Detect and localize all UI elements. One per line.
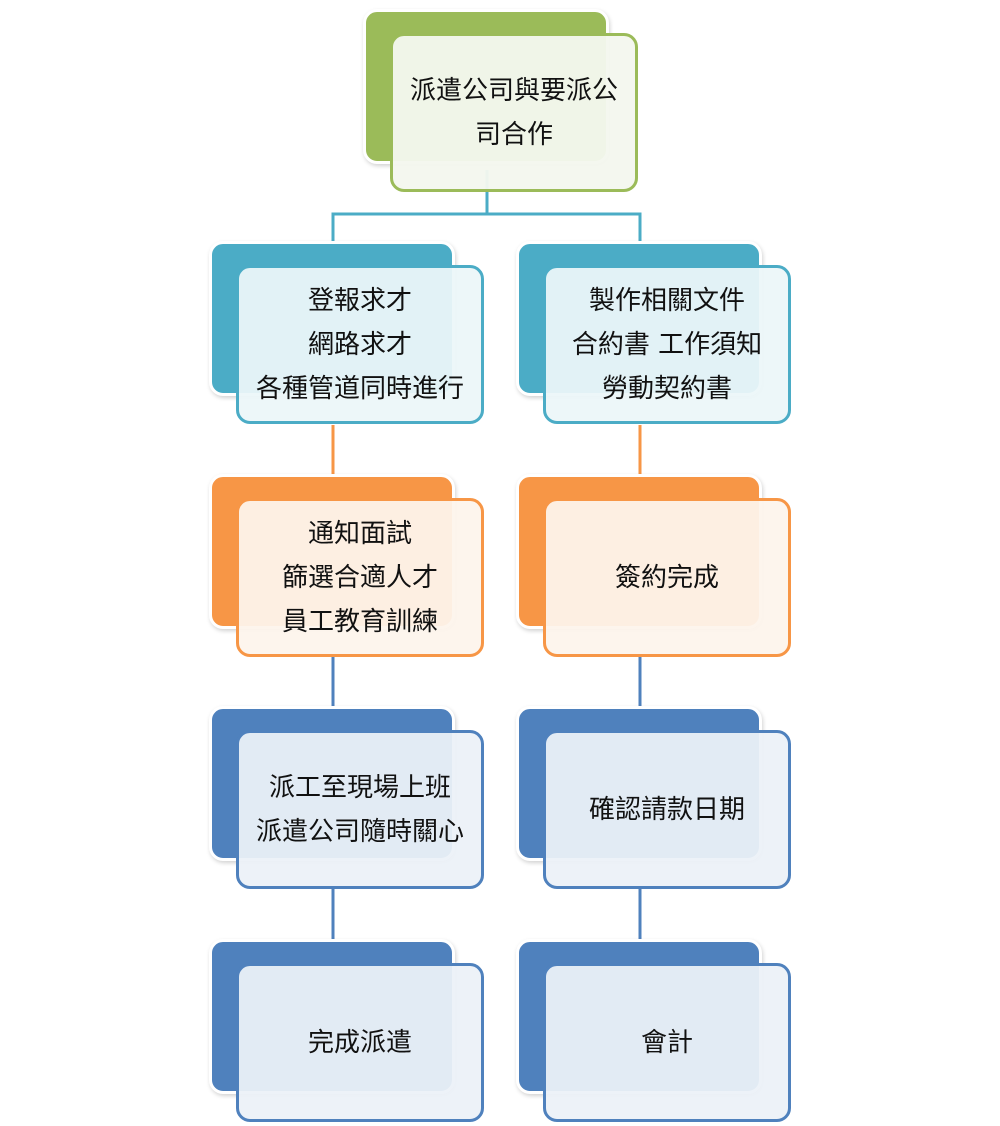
left-node-recruit-front: 登報求才 網路求才 各種管道同時進行 bbox=[236, 265, 484, 424]
left-node-interview-front: 通知面試 篩選合適人才 員工教育訓練 bbox=[236, 498, 484, 657]
right-node-accounting-front: 會計 bbox=[543, 963, 791, 1122]
left-node-dispatch-text: 派工至現場上班 派遣公司隨時關心 bbox=[255, 772, 464, 847]
right-node-billing-date-front: 確認請款日期 bbox=[543, 730, 791, 889]
right-node-billing-date-text: 確認請款日期 bbox=[588, 794, 745, 825]
right-node-accounting-text: 會計 bbox=[640, 1027, 693, 1058]
left-node-dispatch-front: 派工至現場上班 派遣公司隨時關心 bbox=[236, 730, 484, 889]
right-node-signed-text: 簽約完成 bbox=[614, 562, 719, 593]
right-node-documents-text: 製作相關文件 合約書 工作須知 勞動契約書 bbox=[571, 285, 763, 404]
root-node-text: 派遣公司與要派公 司合作 bbox=[409, 75, 618, 150]
root-node-front: 派遣公司與要派公 司合作 bbox=[390, 33, 638, 192]
root-to-branches-connector bbox=[331, 170, 642, 242]
left-node-complete-front: 完成派遣 bbox=[236, 963, 484, 1122]
right-node-signed-front: 簽約完成 bbox=[543, 498, 791, 657]
left-node-complete-text: 完成派遣 bbox=[307, 1027, 412, 1058]
left-node-recruit-text: 登報求才 網路求才 各種管道同時進行 bbox=[255, 285, 464, 404]
right-node-documents-front: 製作相關文件 合約書 工作須知 勞動契約書 bbox=[543, 265, 791, 424]
left-node-interview-text: 通知面試 篩選合適人才 員工教育訓練 bbox=[281, 518, 438, 637]
